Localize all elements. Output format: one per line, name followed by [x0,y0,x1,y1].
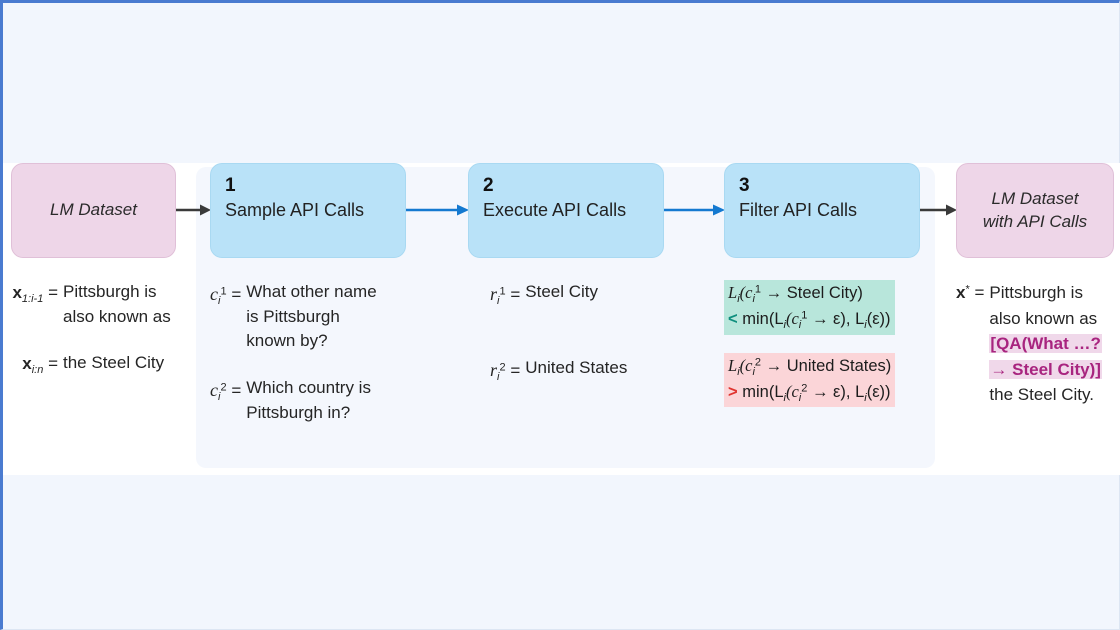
output-text-line1: Pittsburgh is [989,283,1083,302]
column-step-1: 1 Sample API Calls ci1 = What other name… [210,163,406,447]
step-3-title: Filter API Calls [739,199,858,220]
diagram-canvas: LM Dataset x1:i-1 = Pittsburgh is also k… [3,163,1120,475]
filter-formula-accepted-line2: < min(Li(ci1 → ε), Li(ε)) [728,309,891,332]
operator-less-than: < [728,310,738,329]
step-2-title: Execute API Calls [483,199,627,220]
step-2-number: 2 [483,175,494,196]
step-3-formulas: Li(ci1 → Steel City) < min(Li(ci1 → ε), … [724,280,920,425]
step-3-box[interactable]: 3 Filter API Calls [724,163,920,258]
output-text-block: Pittsburgh is also known as [QA(What …? … [984,280,1102,408]
input-dataset-box[interactable]: LM Dataset [11,163,176,258]
column-input-dataset: LM Dataset x1:i-1 = Pittsburgh is also k… [11,163,176,401]
input-dataset-label: LM Dataset [50,200,137,220]
operator-greater-than: > [728,383,738,402]
arrow-step1-to-step2 [406,203,470,217]
step-1-box[interactable]: 1 Sample API Calls [210,163,406,258]
step-1-text-2: Which country is Pittsburgh in? [246,377,371,422]
step-1-text-1: What other name is Pittsburgh known by? [246,282,377,351]
output-api-call-line2: → Steel City)] [989,359,1102,379]
filter-formula-rejected-line2: > min(Li(ci2 → ε), Li(ε)) [728,382,891,404]
column-step-3: 3 Filter API Calls Li(ci1 → Steel City) … [724,163,920,425]
step-1-title: Sample API Calls [225,199,365,220]
output-dataset-label-line1: LM Dataset [991,188,1079,208]
column-output-dataset: LM Dataset with API Calls x* = Pittsburg… [956,163,1114,408]
output-equation-row: x* = Pittsburgh is also known as [QA(Wha… [956,280,1114,408]
filter-formula-rejected-line1: Li(ci2 → United States) [728,355,892,378]
output-dataset-label: LM Dataset with API Calls [983,188,1087,234]
step-2-equation-row: ri2 = United States [490,356,664,386]
column-step-2: 2 Execute API Calls ri1 = Steel City ri2… [468,163,664,432]
step-1-equations: ci1 = What other name is Pittsburgh know… [210,280,406,425]
step-2-symbol-r2: ri2 = [490,359,521,383]
step-2-text-1: Steel City [525,282,599,301]
step-1-symbol-c1: ci1 = [210,284,242,307]
step-1-equation-row: ci2 = Which country is Pittsburgh in? [210,376,406,425]
output-text-line3: the Steel City. [989,385,1094,404]
arrow-step3-to-output [920,203,958,217]
step-2-text-2: United States [525,357,628,377]
output-symbol-xstar: x* = [956,283,985,302]
step-3-number: 3 [739,175,750,196]
input-symbol-x1: x1:i-1 = [12,283,58,305]
step-2-equations: ri1 = Steel City ri2 = United States [468,280,664,386]
arrow-step2-to-step3 [664,203,726,217]
filter-formula-accepted: Li(ci1 → Steel City) < min(Li(ci1 → ε), … [724,280,895,335]
output-api-call-line1: [QA(What …? [989,334,1102,353]
step-1-symbol-c2: ci2 = [210,379,242,403]
output-equation: x* = Pittsburgh is also known as [QA(Wha… [956,280,1114,408]
step-2-equation-row: ri1 = Steel City [490,280,664,310]
step-2-symbol-r1: ri1 = [490,284,521,307]
input-equation-row: xi:n = the Steel City [11,351,176,379]
input-text-2: the Steel City [63,353,165,373]
filter-formula-rejected: Li(ci2 → United States) > min(Li(ci2 → ε… [724,352,896,408]
input-symbol-x2: xi:n = [22,354,58,377]
step-2-box[interactable]: 2 Execute API Calls [468,163,664,258]
output-dataset-label-line2: with API Calls [982,211,1088,231]
step-1-number: 1 [225,175,236,196]
filter-formula-accepted-line1: Li(ci1 → Steel City) [728,283,863,305]
input-text-1: Pittsburgh is also known as [63,282,171,326]
input-equation-row: x1:i-1 = Pittsburgh is also known as [11,280,176,329]
arrow-input-to-step1 [176,203,212,217]
step-1-equation-row: ci1 = What other name is Pittsburgh know… [210,280,406,354]
output-text-line2: also known as [989,308,1098,328]
output-dataset-box[interactable]: LM Dataset with API Calls [956,163,1114,258]
input-equations: x1:i-1 = Pittsburgh is also known as xi:… [11,280,176,379]
